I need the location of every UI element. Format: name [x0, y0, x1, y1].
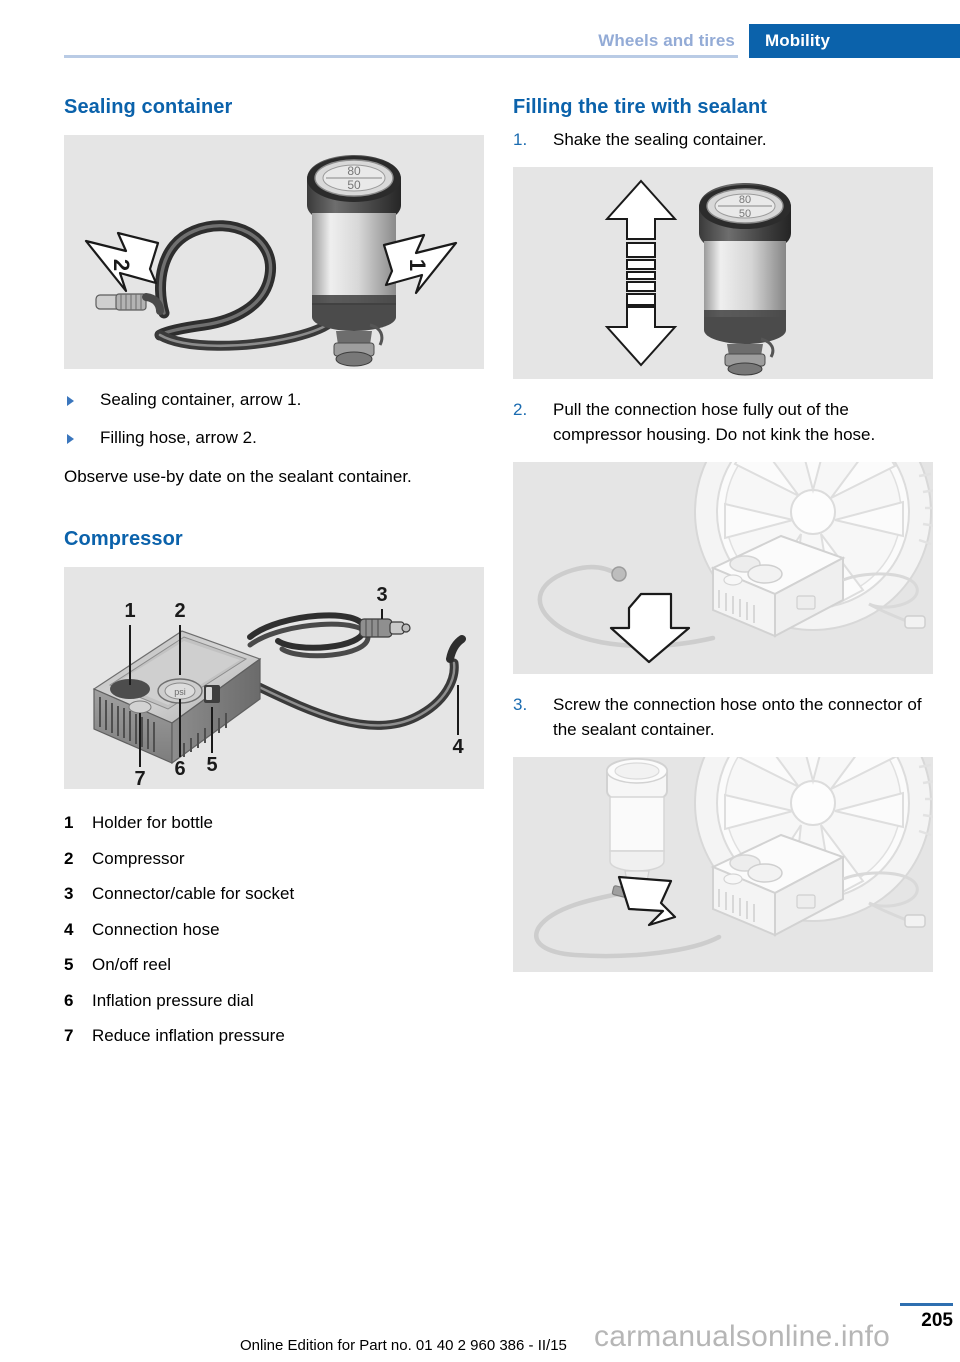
svg-text:psi: psi [174, 687, 186, 697]
table-row: 5 On/off reel [64, 947, 484, 983]
bullet-text: Sealing container, arrow 1. [100, 390, 302, 409]
table-row: 7 Reduce inflation pressure [64, 1018, 484, 1054]
svg-text:2: 2 [174, 600, 185, 622]
svg-text:7: 7 [134, 768, 145, 789]
triangle-bullet-icon [67, 434, 74, 445]
figure-pull-connection-hose [513, 461, 933, 674]
table-row: 4 Connection hose [64, 912, 484, 948]
legend-label: Holder for bottle [92, 813, 213, 833]
list-item: Sealing container, arrow 1. [64, 387, 484, 413]
svg-text:50: 50 [739, 208, 751, 220]
shake-arrow-icon [604, 179, 678, 366]
sealant-bottle-illustration [606, 757, 668, 897]
page-number-rule [900, 1303, 953, 1306]
watermark-carmanualsonline: carmanualsonline.info [594, 1320, 891, 1353]
page-title-sealing-container: Sealing container [64, 96, 233, 118]
header-breadcrumb-tabs: Wheels and tires Mobility [584, 24, 960, 58]
running-header: Wheels and tires Mobility [0, 0, 960, 58]
sealant-use-by-note: Observe use-by date on the sealant conta… [64, 466, 412, 486]
figure-screw-hose-to-container [513, 756, 933, 972]
header-divider-rule [64, 55, 738, 58]
legend-number: 6 [64, 990, 74, 1010]
legend-number: 1 [64, 813, 74, 833]
page-number: 205 [921, 1310, 953, 1331]
step-2: 2. Pull the connection hose fully out of… [513, 397, 933, 448]
svg-text:2: 2 [109, 259, 134, 271]
step-3: 3. Screw the connection hose onto the co… [513, 692, 933, 743]
figure-arrow-2: 2 [84, 231, 160, 293]
legend-label: Reduce inflation pressure [92, 1026, 285, 1046]
svg-text:3: 3 [376, 584, 387, 606]
svg-text:5: 5 [206, 754, 217, 776]
step-text: Shake the sealing container. [553, 130, 767, 149]
triangle-bullet-icon [67, 396, 74, 406]
svg-text:4: 4 [452, 736, 464, 758]
footer-edition-line: Online Edition for Part no. 01 40 2 960 … [240, 1337, 567, 1354]
sealing-container-bullet-list: Sealing container, arrow 1. Filling hose… [64, 387, 484, 452]
compressor-illustration [710, 833, 846, 937]
step-text: Pull the connection hose fully out of th… [553, 399, 876, 445]
list-item: Filling hose, arrow 2. [64, 425, 484, 451]
legend-number: 4 [64, 919, 74, 939]
bullet-text: Filling hose, arrow 2. [100, 428, 257, 448]
step-number: 1. [513, 130, 528, 149]
legend-label: Inflation pressure dial [92, 990, 254, 1010]
compressor-legend-table: 1 Holder for bottle 2 Compressor 3 Conne… [64, 805, 484, 1054]
svg-text:80: 80 [347, 164, 361, 178]
legend-label: Connector/cable for socket [92, 884, 295, 904]
breadcrumb-section-mobility: Mobility [748, 24, 960, 58]
table-row: 3 Connector/cable for socket [64, 876, 484, 912]
svg-text:80: 80 [739, 194, 751, 206]
table-row: 6 Inflation pressure dial [64, 983, 484, 1019]
figure-arrow-1: 1 [382, 233, 458, 295]
svg-text:6: 6 [174, 758, 185, 780]
table-row: 2 Compressor [64, 841, 484, 877]
compressor-illustration [710, 534, 846, 638]
legend-label: Compressor [92, 848, 185, 868]
page-title-filling-the-tire-with-sealant: Filling the tire with sealant [513, 96, 768, 118]
legend-number: 5 [64, 955, 74, 975]
figure-arrow-up-left [617, 875, 677, 926]
step-number: 2. [513, 399, 528, 419]
left-column: Sealing container [64, 96, 484, 1054]
breadcrumb-chapter-wheels-and-tires: Wheels and tires [598, 31, 735, 50]
legend-number: 3 [64, 884, 74, 904]
legend-number: 2 [64, 848, 74, 868]
step-text: Screw the connection hose onto the conne… [553, 694, 922, 740]
step-number: 3. [513, 694, 528, 714]
page-title-compressor: Compressor [64, 528, 183, 551]
table-row: 1 Holder for bottle [64, 805, 484, 841]
figure-compressor: psi [64, 567, 484, 790]
legend-number: 7 [64, 1026, 74, 1046]
svg-text:50: 50 [347, 178, 361, 192]
figure-sealing-container: 80 50 1 2 [64, 135, 484, 369]
figure-arrow-down [609, 592, 691, 663]
figure-shake-container: 80 50 [513, 166, 933, 379]
svg-text:1: 1 [124, 600, 135, 622]
legend-label: On/off reel [92, 955, 172, 975]
step-1: 1. Shake the sealing container. [513, 127, 933, 153]
legend-label: Connection hose [92, 919, 220, 939]
right-column: Filling the tire with sealant 1. Shake t… [513, 96, 933, 972]
svg-text:1: 1 [405, 259, 430, 271]
